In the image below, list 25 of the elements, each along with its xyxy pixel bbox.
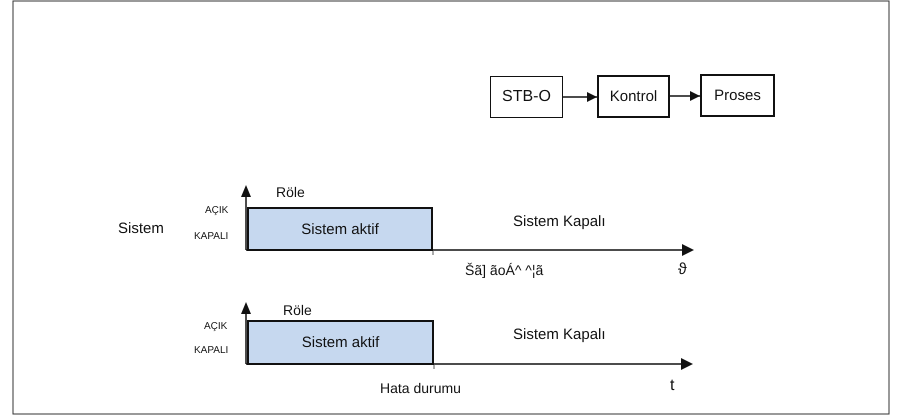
box-label: Proses xyxy=(714,87,761,104)
box-label: Kontrol xyxy=(610,88,658,105)
block-box xyxy=(597,75,670,118)
row-label: Sistem xyxy=(118,221,164,236)
box-label: STB-O xyxy=(502,88,551,106)
axis-label: Röle xyxy=(283,303,312,317)
axis-label: ϑ xyxy=(678,262,687,278)
axis-label: Šã] ãoÁ^ ^¦ã xyxy=(465,263,544,277)
block-box xyxy=(490,76,563,118)
box-label: Sistem aktif xyxy=(302,334,380,351)
arrow xyxy=(563,92,597,102)
axis-label: t xyxy=(670,378,674,394)
axis-label: Röle xyxy=(276,185,305,199)
block-box xyxy=(700,74,775,117)
arrow xyxy=(670,91,700,101)
active-period-bar xyxy=(247,207,433,251)
state-label: KAPALI xyxy=(194,346,228,356)
box-label: Sistem aktif xyxy=(301,220,379,238)
active-period-bar xyxy=(247,320,434,365)
region-label: Sistem Kapalı xyxy=(513,214,606,229)
axis-label: Hata durumu xyxy=(380,381,461,395)
state-label: AÇIK xyxy=(205,206,228,216)
region-label: Sistem Kapalı xyxy=(513,327,606,342)
state-label: AÇIK xyxy=(204,322,228,332)
state-label: KAPALI xyxy=(194,232,228,242)
